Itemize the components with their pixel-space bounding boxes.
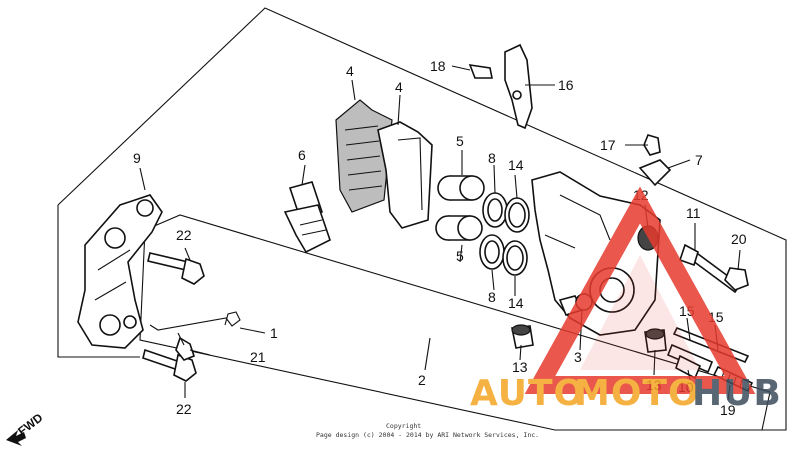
bolt-part-22-upper	[147, 252, 205, 285]
watermark-moto: MOTO	[574, 373, 700, 414]
seal-part-14-upper	[504, 197, 530, 233]
callout-1: 1	[270, 325, 278, 341]
callout-18: 18	[430, 58, 446, 74]
plate-part-16	[504, 43, 533, 130]
piston-part-5-lower	[435, 215, 483, 241]
callout-17: 17	[600, 137, 616, 153]
bushing-part-13-right	[644, 328, 667, 353]
callout-8-upper: 8	[488, 150, 496, 166]
piston-part-5-upper	[437, 175, 485, 201]
automotohub-watermark: AUTO MOTO HUB	[470, 186, 782, 414]
callout-4-right: 4	[395, 79, 403, 95]
bushing-part-13-left	[511, 324, 534, 349]
callout-14-upper: 14	[508, 157, 524, 173]
callout-9: 9	[133, 150, 141, 166]
callout-21: 21	[250, 349, 266, 365]
seal-part-8-lower	[479, 234, 505, 270]
bolt-part-21	[175, 332, 195, 361]
bolt-part-22-lower	[142, 348, 197, 382]
screw-part-18	[468, 64, 493, 79]
pad-retainer-part-6	[283, 181, 331, 254]
nut-part-20	[724, 267, 749, 291]
seal-part-14-lower	[502, 240, 528, 276]
bleeder-part-17	[643, 134, 661, 156]
callout-5-lower: 5	[456, 248, 464, 264]
watermark-triangle-logo-icon	[524, 186, 756, 394]
cap-part-7	[638, 159, 672, 187]
callout-8-lower: 8	[488, 289, 496, 305]
watermark-auto: AUTO	[470, 373, 585, 414]
callout-11: 11	[686, 205, 701, 221]
bracket-part-9	[77, 194, 163, 349]
spring-clip-part-1	[149, 311, 241, 331]
callout-3: 3	[574, 349, 582, 365]
callout-16: 16	[558, 77, 574, 93]
callout-4-left: 4	[346, 63, 354, 79]
copyright-line-1: Copyright	[386, 422, 421, 430]
fwd-arrow-icon	[6, 430, 26, 446]
callout-2: 2	[418, 372, 426, 388]
callout-13-left: 13	[512, 359, 528, 375]
watermark-hub: HUB	[692, 373, 782, 414]
fwd-label: FWD	[15, 410, 45, 438]
callout-6: 6	[298, 147, 306, 163]
copyright-line-2: Page design (c) 2004 - 2014 by ARI Netwo…	[316, 431, 539, 439]
seal-part-8-upper	[482, 192, 508, 228]
caliper-boundary	[139, 214, 771, 431]
callout-5-upper: 5	[456, 133, 464, 149]
callout-14-lower: 14	[508, 295, 524, 311]
callout-20: 20	[731, 231, 747, 247]
brake-pad-part-4-right	[377, 121, 433, 229]
callout-22-upper: 22	[176, 227, 192, 243]
fwd-indicator: FWD	[6, 410, 46, 446]
callout-19: 19	[720, 402, 736, 418]
callout-22-lower: 22	[176, 401, 192, 417]
callout-7: 7	[695, 152, 703, 168]
pin-part-15-b	[666, 343, 714, 374]
